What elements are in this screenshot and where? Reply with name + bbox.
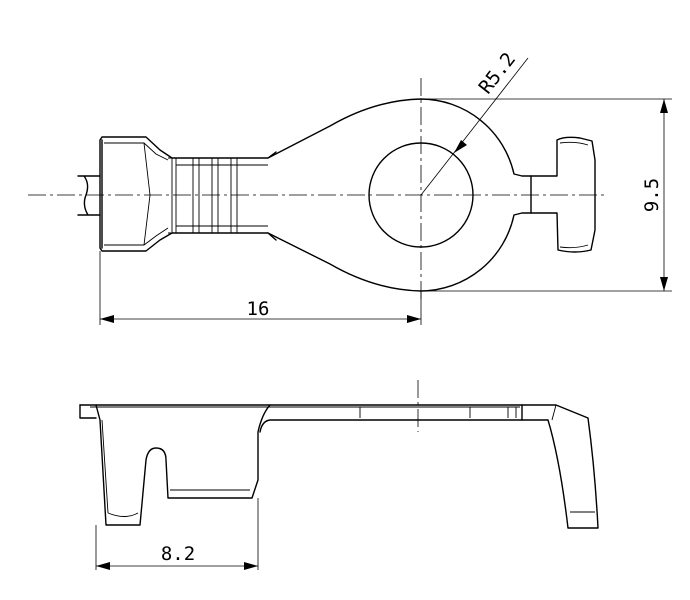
side-top-strip bbox=[79, 404, 523, 433]
ring-hole bbox=[368, 142, 474, 248]
width-dimension-label: 9.5 bbox=[641, 178, 663, 212]
radius-arrow bbox=[454, 140, 467, 153]
side-view: 8.2 bbox=[79, 380, 599, 570]
side-barrel-inner bbox=[101, 419, 250, 517]
width-arrow-bottom bbox=[660, 277, 668, 291]
length-arrow-left bbox=[100, 315, 114, 323]
wire-break bbox=[77, 175, 101, 216]
side-left-lip bbox=[79, 404, 97, 419]
side-bent-tab bbox=[521, 404, 599, 529]
side-bent-tab-inner bbox=[551, 404, 595, 513]
length-dimension-label: 16 bbox=[247, 298, 270, 320]
top-view: 9.5 16 R5.2 bbox=[28, 48, 672, 325]
bent-tab-inner bbox=[559, 141, 589, 249]
radius-leader bbox=[420, 57, 529, 196]
width-arrow-top bbox=[660, 99, 668, 113]
barrel-inner-edges bbox=[104, 142, 177, 246]
side-length-arrow-right bbox=[244, 562, 258, 570]
barrel-outline bbox=[99, 136, 277, 252]
side-length-dimension-label: 8.2 bbox=[161, 543, 195, 565]
side-barrel-profile bbox=[95, 404, 271, 526]
ring-tongue-outline bbox=[267, 98, 532, 292]
bent-tab bbox=[530, 136, 596, 253]
side-strip-inner bbox=[90, 406, 520, 418]
length-arrow-right bbox=[407, 315, 421, 323]
barrel-serrations bbox=[176, 158, 268, 233]
radius-dimension-label: R5.2 bbox=[475, 48, 521, 98]
side-length-arrow-left bbox=[96, 562, 110, 570]
